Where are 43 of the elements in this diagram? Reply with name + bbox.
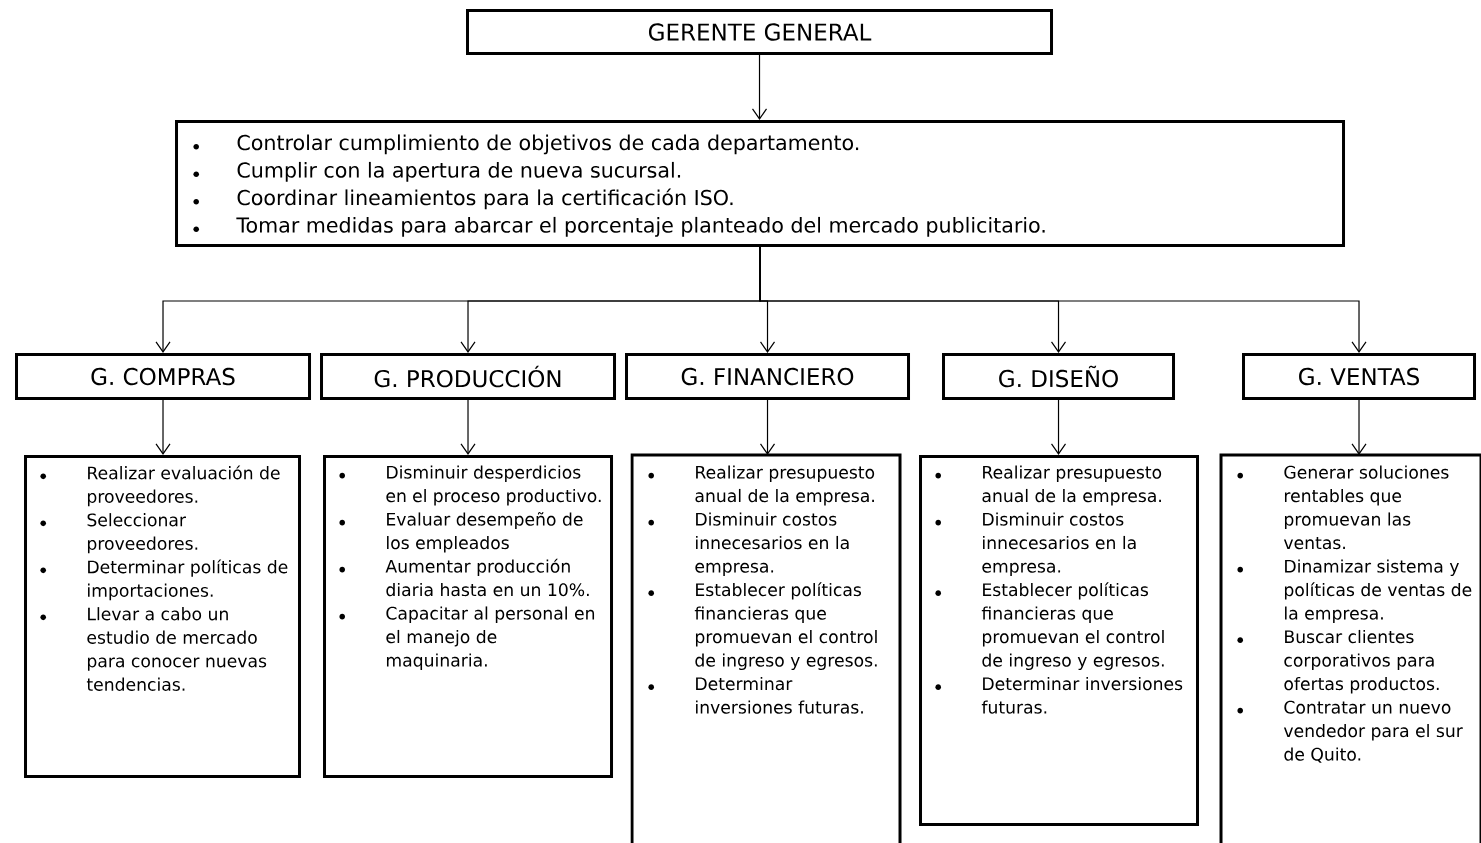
list-item: Buscar clientes corporativos para ofertas productos. — [1237, 629, 1439, 694]
arrow — [1050, 399, 1067, 455]
list-item: Establecer políticas financieras que promuevan el control de ingreso y egresos. — [648, 582, 877, 671]
list-item: Dinamizar sistema y políticas de ventas de la empresa. — [1237, 559, 1472, 624]
title-box: G. PRODUCCIÓN — [320, 353, 616, 400]
list-item: Cumplir con la apertura de nueva sucursal. — [193, 161, 681, 182]
arrow — [155, 399, 171, 455]
arrow — [460, 399, 476, 455]
title-box: GERENTE GENERAL — [466, 9, 1053, 55]
list-item: Determinar políticas de importaciones. — [40, 559, 288, 601]
list-item: Aumentar producción diaria hasta en un 10%. — [339, 558, 589, 597]
arrow — [759, 246, 1367, 353]
title-box: G. DISEÑO — [942, 353, 1175, 400]
list-item: Coordinar lineamientos para la certificación ISO. — [193, 188, 733, 210]
list-item: Realizar presupuesto anual de la empresa. — [935, 465, 1162, 506]
list-item: Generar soluciones rentables que promuevan las ventas. — [1237, 465, 1449, 550]
list-item: Contratar un nuevo vendedor para el sur de Quito. — [1237, 700, 1463, 763]
list-item: Disminuir costos innecesarios en la empresa. — [935, 512, 1136, 577]
list-item: Seleccionar proveedores. — [40, 513, 198, 554]
list-item: Determinar inversiones futuras. — [648, 676, 863, 714]
list-item: Realizar evaluación de proveedores. — [40, 465, 280, 507]
task-list-box — [630, 453, 902, 843]
list-item: Evaluar desempeño de los empleados — [339, 512, 583, 553]
list-item: Disminuir costos innecesarios en la empresa. — [648, 512, 849, 577]
list-item: Llevar a cabo un estudio de mercado para conocer nuevas tendencias. — [40, 607, 267, 691]
task-list-box — [919, 455, 1199, 826]
title-box: G. FINANCIERO — [625, 353, 910, 400]
arrow — [751, 54, 768, 120]
list-item: Capacitar al personal en el manejo de maquinaria. — [339, 606, 595, 671]
title-box: G. COMPRAS — [15, 353, 311, 400]
list-item: Disminuir desperdicios en el proceso productivo. — [339, 465, 601, 506]
task-list-box — [24, 455, 301, 778]
list-item: Controlar cumplimiento de objetivos de cada departamento. — [193, 134, 859, 155]
list-item: Tomar medidas para abarcar el porcentaje planteado del mercado publicitario. — [193, 216, 1045, 237]
arrow — [759, 399, 776, 455]
task-list-box — [1219, 453, 1481, 843]
arrow — [1351, 399, 1367, 455]
list-item: Realizar presupuesto anual de la empresa. — [648, 465, 875, 506]
list-item: Establecer políticas financieras que promuevan el control de ingreso y egresos. — [935, 582, 1164, 671]
title-box: G. VENTAS — [1242, 353, 1476, 400]
list-item: Determinar inversiones futuras. — [935, 676, 1183, 714]
task-list-box — [323, 455, 613, 778]
task-list-box — [175, 120, 1345, 247]
